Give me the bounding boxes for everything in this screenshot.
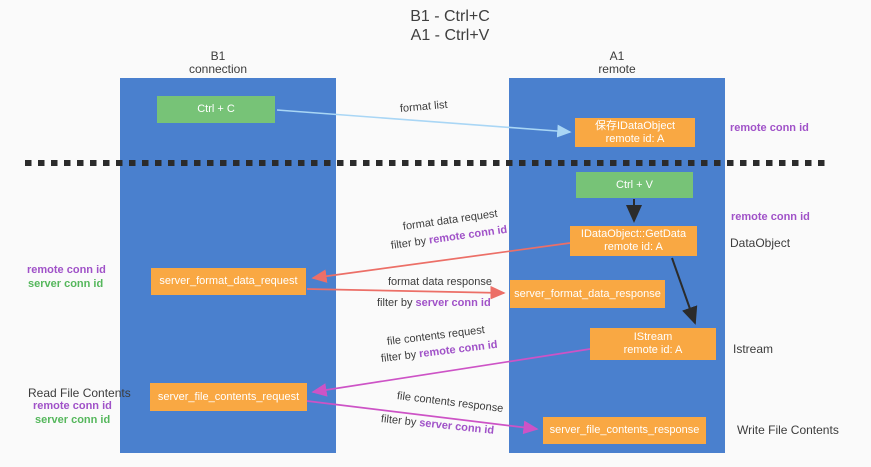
- lane-b1-role: connection: [188, 62, 248, 76]
- title-line-copy: B1 - Ctrl+C: [410, 8, 490, 25]
- lane-a1-name: A1: [609, 49, 625, 63]
- label-format-list: format list: [399, 98, 449, 115]
- node-ctrl-c: Ctrl + C: [157, 96, 275, 123]
- label-file-contents-response: file contents response: [396, 390, 504, 415]
- filter-prefix: filter by: [380, 348, 417, 365]
- annotation-write-file-contents: Write File Contents: [737, 423, 839, 437]
- node-save-idataobject: 保存IDataObject remote id: A: [575, 118, 695, 147]
- label-format-data-response: format data response: [388, 276, 492, 288]
- node-server-format-data-request: server_format_data_request: [151, 268, 306, 295]
- node-server-format-data-response: server_format_data_response: [510, 280, 665, 308]
- annotation-remote-conn-id-top: remote conn id: [730, 122, 809, 134]
- filter-server-conn-id: server conn id: [418, 417, 495, 437]
- annotation-remote-conn-id-left-2: remote conn id: [33, 400, 112, 412]
- annotation-server-conn-id-left-1: server conn id: [28, 278, 104, 290]
- node-ctrl-v-label: Ctrl + V: [616, 178, 653, 191]
- filter-prefix: filter by: [390, 235, 427, 252]
- node-ctrl-v: Ctrl + V: [576, 172, 693, 198]
- title-line-paste: A1 - Ctrl+V: [410, 27, 490, 44]
- annotation-remote-conn-id-left-1: remote conn id: [27, 264, 106, 276]
- filter-prefix: filter by: [377, 297, 413, 309]
- annotation-read-file-contents: Read File Contents: [28, 386, 131, 400]
- annotation-dataobject: DataObject: [730, 236, 791, 250]
- node-idataobject-getdata: IDataObject::GetData remote id: A: [570, 226, 697, 256]
- node-save-idataobject-title: 保存IDataObject: [594, 119, 676, 132]
- diagram-title: B1 - Ctrl+C A1 - Ctrl+V: [250, 7, 650, 45]
- annotation-remote-conn-id-mid: remote conn id: [731, 211, 810, 223]
- lane-b1-name: B1: [210, 49, 226, 63]
- node-getdata-title: IDataObject::GetData: [580, 228, 687, 240]
- lane-a1-role: remote: [598, 62, 636, 76]
- node-istream-title: IStream: [633, 331, 673, 343]
- lane-header-b1: B1 connection: [110, 50, 326, 76]
- node-getdata-remote-id: remote id: A: [604, 241, 663, 253]
- node-save-idataobject-remote-id: remote id: A: [605, 132, 665, 145]
- node-ctrl-c-label: Ctrl + C: [197, 103, 235, 115]
- node-file-request-label: server_file_contents_request: [157, 390, 300, 403]
- node-istream-remote-id: remote id: A: [623, 344, 683, 356]
- filter-prefix: filter by: [380, 413, 417, 429]
- node-istream: IStream remote id: A: [590, 328, 716, 360]
- node-format-response-label: server_format_data_response: [514, 287, 661, 300]
- node-format-request-label: server_format_data_request: [159, 275, 298, 287]
- format-response-arrow: [306, 285, 506, 300]
- node-server-file-contents-response: server_file_contents_response: [543, 417, 706, 444]
- annotation-istream: Istream: [733, 342, 774, 356]
- annotation-server-conn-id-left-2: server conn id: [35, 414, 111, 426]
- node-file-response-label: server_file_contents_response: [549, 424, 700, 436]
- node-server-file-contents-request: server_file_contents_request: [150, 383, 307, 411]
- lane-header-a1: A1 remote: [509, 50, 725, 76]
- filter-server-conn-id: server conn id: [415, 297, 491, 309]
